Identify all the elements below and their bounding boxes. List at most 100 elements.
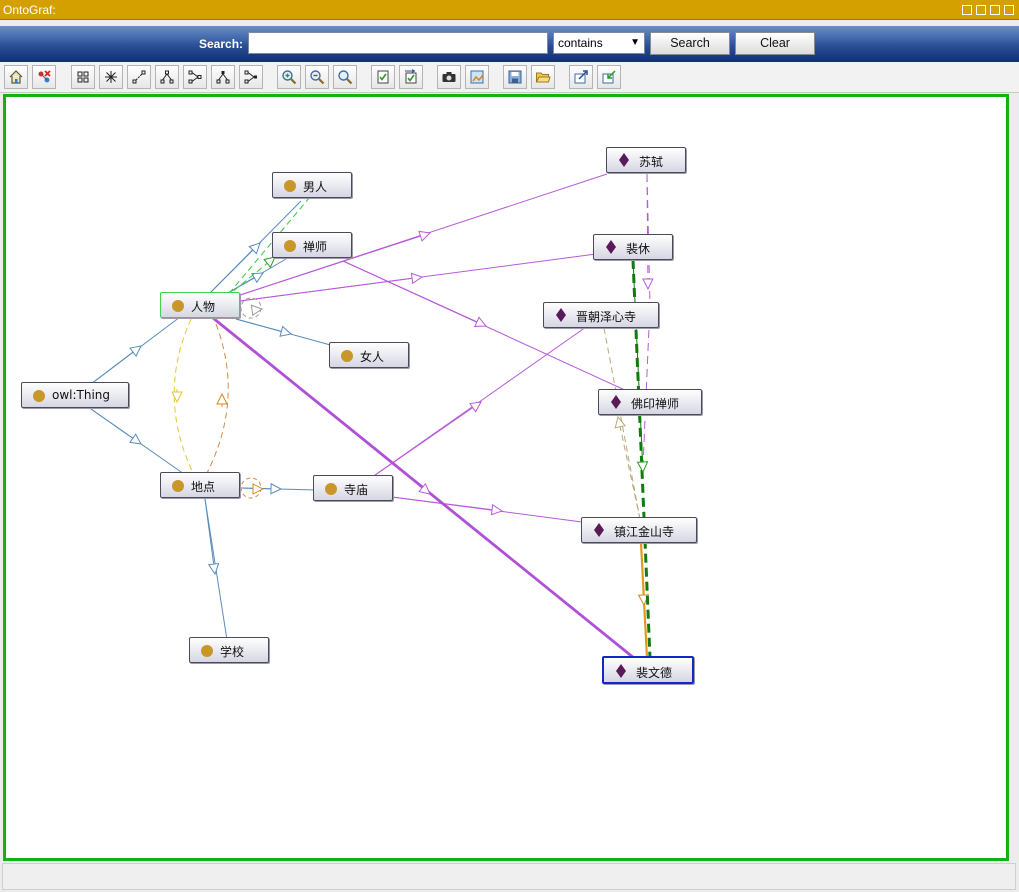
tree-horizontal-alt-icon[interactable] bbox=[239, 65, 263, 89]
self-loop-renwu-head bbox=[254, 309, 262, 310]
search-input[interactable] bbox=[248, 32, 548, 54]
filter-nodes-icon[interactable] bbox=[371, 65, 395, 89]
status-bar bbox=[2, 863, 1016, 890]
arc-chanshi-foyin-head bbox=[342, 260, 486, 326]
node-label: 地点 bbox=[191, 480, 216, 494]
class-dot-icon bbox=[341, 350, 353, 362]
node-zhenjiang-jinshan-si[interactable]: 镇江金山寺 bbox=[581, 517, 697, 543]
node-renwu[interactable]: 人物 bbox=[160, 292, 240, 318]
graph-edges bbox=[90, 173, 1006, 660]
zoom-in-icon[interactable] bbox=[277, 65, 301, 89]
restore-icon[interactable] bbox=[962, 5, 972, 15]
window-titlebar: OntoGraf: bbox=[0, 0, 1019, 20]
node-label: 佛印禅师 bbox=[631, 397, 680, 411]
self-loop-renwu bbox=[240, 297, 262, 319]
node-nanren[interactable]: 男人 bbox=[272, 172, 352, 198]
subclass-arcs bbox=[90, 200, 335, 641]
node-xuexiao[interactable]: 学校 bbox=[189, 637, 269, 663]
arc-green-head bbox=[225, 257, 275, 298]
save-icon[interactable] bbox=[503, 65, 527, 89]
import-icon[interactable] bbox=[597, 65, 621, 89]
node-sushi[interactable]: 苏轼 bbox=[606, 147, 686, 173]
arc-didian-xuexiao-head bbox=[204, 498, 215, 574]
arc-simiao-jinchao-head bbox=[367, 402, 481, 481]
node-label: 女人 bbox=[360, 350, 385, 364]
arc-jinchao-zhenjiang-olive bbox=[603, 327, 641, 520]
node-foyin-chanshi[interactable]: 佛印禅师 bbox=[598, 389, 702, 415]
node-chanshi[interactable]: 禅师 bbox=[272, 232, 352, 258]
search-bar: Search: contains ▼ Search Clear bbox=[0, 26, 1019, 62]
remove-node-icon[interactable] bbox=[32, 65, 56, 89]
individual-diamond-icon bbox=[619, 153, 629, 167]
tree-vertical-alt-icon[interactable] bbox=[211, 65, 235, 89]
node-pei-wende[interactable]: 裴文德 bbox=[602, 656, 694, 684]
node-label: 禅师 bbox=[303, 240, 328, 254]
zoom-out-icon[interactable] bbox=[305, 65, 329, 89]
node-label: 苏轼 bbox=[639, 155, 664, 169]
individual-diamond-icon bbox=[606, 240, 616, 254]
class-dot-icon bbox=[325, 483, 337, 495]
arc-sushi-renwu-head bbox=[233, 233, 430, 298]
node-nvren[interactable]: 女人 bbox=[329, 342, 409, 368]
individual-diamond-icon bbox=[594, 523, 604, 537]
export-image-icon[interactable] bbox=[465, 65, 489, 89]
arc-renwu-nvren-head bbox=[235, 318, 291, 334]
arc-zhenjiang-foyin-olive bbox=[618, 417, 641, 520]
node-didian[interactable]: 地点 bbox=[160, 472, 240, 498]
arc-simiao-zhenjiang-head bbox=[391, 496, 502, 511]
arc-thing-didian-head bbox=[90, 408, 141, 444]
maximize-icon[interactable] bbox=[990, 5, 1000, 15]
class-dot-icon bbox=[284, 180, 296, 192]
grid-layout-icon[interactable] bbox=[71, 65, 95, 89]
camera-icon[interactable] bbox=[437, 65, 461, 89]
zoom-fit-icon[interactable] bbox=[333, 65, 357, 89]
node-jinchao-zexin-si[interactable]: 晋朝泽心寺 bbox=[543, 302, 659, 328]
arc-peixiu-foyin-dashed bbox=[642, 303, 651, 467]
arc-thing-renwu-head bbox=[90, 346, 141, 385]
instance-arcs bbox=[233, 173, 651, 523]
arc-nanren-chanshi-dashed bbox=[225, 196, 311, 298]
arc-renwu-peiwende-head bbox=[212, 317, 430, 494]
clear-button[interactable]: Clear bbox=[735, 32, 815, 55]
chevron-down-icon: ▼ bbox=[630, 37, 640, 48]
close-icon[interactable] bbox=[1004, 5, 1014, 15]
filter-arcs-icon[interactable] bbox=[399, 65, 423, 89]
class-dot-icon bbox=[172, 300, 184, 312]
individual-diamond-icon bbox=[556, 308, 566, 322]
node-label: 男人 bbox=[303, 180, 328, 194]
arc-renwu-nanren-head bbox=[205, 243, 260, 298]
class-dot-icon bbox=[33, 390, 45, 402]
node-label: 晋朝泽心寺 bbox=[576, 310, 637, 324]
node-label: 镇江金山寺 bbox=[614, 525, 675, 539]
window-title: OntoGraf: bbox=[3, 3, 56, 17]
node-simiao[interactable]: 寺庙 bbox=[313, 475, 393, 501]
search-label: Search: bbox=[199, 37, 244, 51]
spring-layout-icon[interactable] bbox=[127, 65, 151, 89]
tree-horizontal-icon[interactable] bbox=[183, 65, 207, 89]
open-folder-icon[interactable] bbox=[531, 65, 555, 89]
home-icon[interactable] bbox=[4, 65, 28, 89]
search-mode-select[interactable]: contains ▼ bbox=[553, 32, 645, 54]
node-owl-thing[interactable]: owl:Thing bbox=[21, 382, 129, 408]
arc-peixiu-renwu-head bbox=[239, 277, 422, 302]
arc-green-peixiu-head bbox=[632, 259, 643, 472]
arc-peixiu-peiwende-green bbox=[631, 259, 652, 659]
arc-didian-renwu-orange bbox=[205, 318, 229, 476]
tree-vertical-icon[interactable] bbox=[155, 65, 179, 89]
export-icon[interactable] bbox=[569, 65, 593, 89]
search-button[interactable]: Search bbox=[650, 32, 730, 55]
node-label: 寺庙 bbox=[344, 483, 369, 497]
node-label: 人物 bbox=[191, 300, 216, 314]
node-label: 裴文德 bbox=[636, 666, 673, 680]
individual-diamond-icon bbox=[616, 664, 626, 678]
class-dot-icon bbox=[172, 480, 184, 492]
radial-layout-icon[interactable] bbox=[99, 65, 123, 89]
toolbar bbox=[0, 62, 1019, 93]
node-label: 学校 bbox=[220, 645, 245, 659]
class-dot-icon bbox=[201, 645, 213, 657]
search-mode-value: contains bbox=[558, 36, 603, 50]
node-peixiu[interactable]: 裴休 bbox=[593, 234, 673, 260]
minimize-icon[interactable] bbox=[976, 5, 986, 15]
arc-orange-peiwende-head bbox=[641, 542, 644, 605]
graph-canvas[interactable]: owl:Thing 人物 男人 禅师 女人 地点 寺庙 学校 苏轼 裴休 晋朝泽… bbox=[3, 94, 1009, 861]
